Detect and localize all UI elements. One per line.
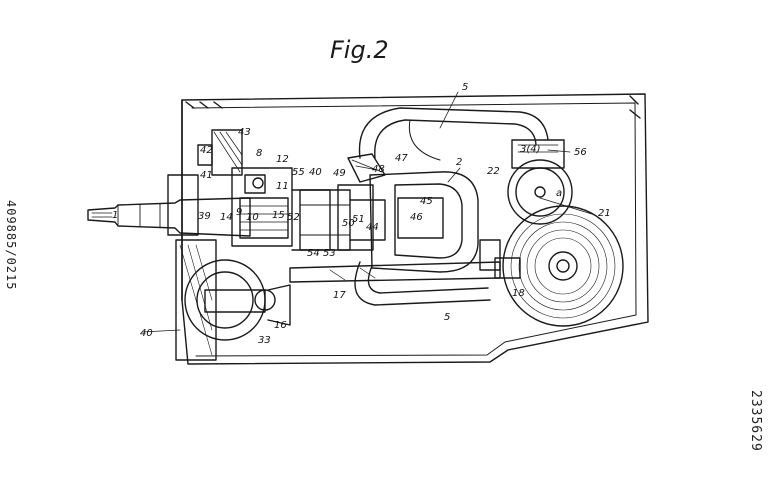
- label-47: 47: [395, 153, 408, 164]
- label-43: 43: [238, 127, 251, 138]
- label-15: 15: [272, 210, 285, 221]
- part-labels: 5 2 3(4) 56 43 42 41 8 12 11 55 40 49 48…: [112, 82, 611, 346]
- label-46: 46: [410, 212, 423, 223]
- flange-assembly: [167, 129, 243, 361]
- label-21: 21: [598, 208, 611, 219]
- label-44: 44: [366, 222, 379, 233]
- pipe-top: [358, 107, 549, 161]
- label-3-4: 3(4): [520, 144, 541, 155]
- label-5-top: 5: [462, 82, 468, 93]
- label-2: 2: [456, 157, 462, 168]
- figure-title: Fig.2: [330, 36, 389, 64]
- label-42: 42: [200, 145, 213, 156]
- label-17: 17: [333, 290, 346, 301]
- pipe-bottom: [289, 239, 521, 306]
- wheel-22: [507, 139, 573, 225]
- main-shaft: [87, 197, 251, 237]
- leader-lines: [141, 91, 596, 333]
- label-10: 10: [246, 212, 259, 223]
- label-18: 18: [512, 288, 525, 299]
- label-12: 12: [276, 154, 289, 165]
- label-8: 8: [256, 148, 262, 159]
- label-22: 22: [487, 166, 500, 177]
- label-11: 11: [276, 181, 289, 192]
- label-16: 16: [274, 320, 287, 331]
- label-52: 52: [287, 212, 300, 223]
- label-40-lower: 40: [140, 328, 153, 339]
- label-50: 50: [342, 218, 355, 229]
- label-9: 9: [236, 207, 242, 218]
- label-33: 33: [258, 335, 271, 346]
- disc-21: [502, 205, 624, 327]
- label-51: 51: [352, 214, 365, 225]
- label-55: 55: [292, 167, 305, 178]
- label-49: 49: [333, 168, 346, 179]
- output-shaft: [299, 184, 386, 251]
- label-48: 48: [372, 164, 385, 175]
- label-40-upper: 40: [309, 167, 322, 178]
- label-1: 1: [112, 210, 118, 221]
- lower-gear: [184, 259, 291, 341]
- label-45: 45: [420, 196, 433, 207]
- label-39: 39: [198, 211, 211, 222]
- label-a: a: [556, 188, 562, 199]
- label-5-bottom: 5: [444, 312, 450, 323]
- label-54: 54: [307, 248, 320, 259]
- label-53: 53: [323, 248, 336, 259]
- label-14: 14: [220, 212, 233, 223]
- label-41: 41: [200, 170, 213, 181]
- label-56: 56: [574, 147, 587, 158]
